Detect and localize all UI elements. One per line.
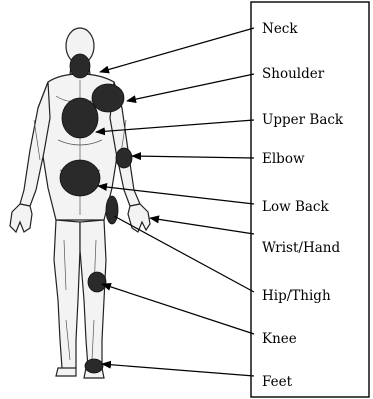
arrow-low-back: [98, 186, 254, 204]
label-shoulder: Shoulder: [262, 66, 325, 82]
left-arm: [20, 82, 50, 206]
label-hip-thigh: Hip/Thigh: [262, 288, 331, 304]
spot-upper-back: [62, 98, 98, 138]
label-neck: Neck: [262, 21, 298, 37]
arrow-elbow: [132, 156, 254, 158]
spot-shoulder: [92, 84, 124, 112]
spot-neck: [70, 54, 90, 78]
arrow-wrist-hand: [150, 218, 254, 234]
spot-feet: [85, 359, 103, 373]
spot-knee: [88, 272, 106, 292]
arrow-knee: [102, 284, 254, 334]
arrow-shoulder: [127, 74, 254, 101]
spot-low-back: [60, 160, 100, 196]
arrow-hip-thigh: [114, 216, 254, 292]
label-elbow: Elbow: [262, 151, 305, 167]
right-leg: [80, 220, 106, 372]
arrow-feet: [102, 364, 254, 376]
left-foot: [56, 368, 76, 376]
label-low-back: Low Back: [262, 199, 329, 215]
right-hand: [128, 204, 150, 232]
human-figure: [10, 28, 150, 378]
spot-hip-thigh: [106, 196, 118, 224]
left-leg: [54, 220, 80, 372]
arrow-neck: [100, 28, 254, 72]
label-wrist-hand: Wrist/Hand: [262, 240, 340, 256]
spot-elbow: [116, 148, 132, 168]
left-hand: [10, 204, 32, 232]
label-upper-back: Upper Back: [262, 112, 344, 128]
label-feet: Feet: [262, 374, 293, 390]
label-knee: Knee: [262, 331, 297, 347]
